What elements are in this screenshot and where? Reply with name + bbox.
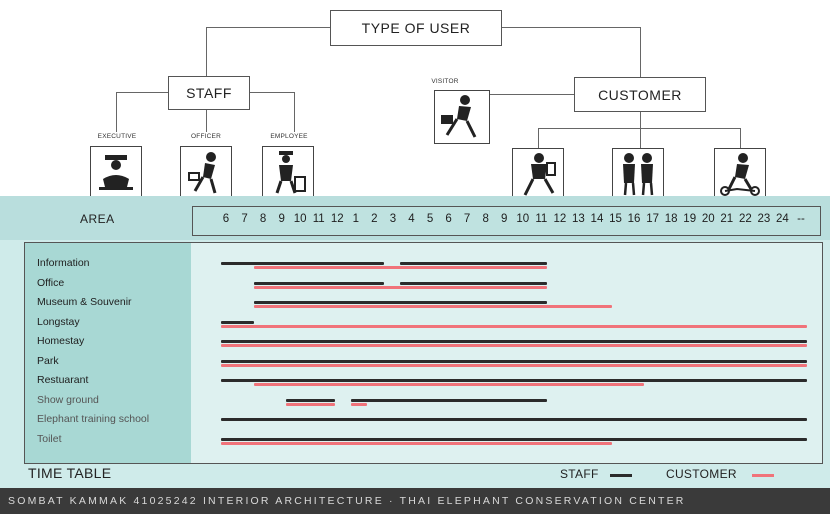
- employee-label: EMPLOYEE: [270, 133, 308, 140]
- hour-tick-label: 10: [516, 213, 530, 225]
- customer-time-bar: [221, 344, 807, 347]
- hour-tick-label: 21: [720, 213, 734, 225]
- customer-figure-1-icon: [512, 148, 564, 202]
- hour-tick-label: 22: [738, 213, 752, 225]
- type-of-user-label: TYPE OF USER: [361, 20, 471, 36]
- hour-tick-label: 11: [535, 213, 548, 225]
- hour-tick-label: 14: [590, 213, 604, 225]
- customer-time-bar: [351, 402, 368, 406]
- staff-time-bar: [221, 379, 807, 382]
- customer-time-bar: [253, 305, 612, 308]
- hour-tick-label: 4: [408, 213, 415, 225]
- visitor-figure-icon: [434, 90, 490, 144]
- hour-tick-label: 24: [776, 213, 789, 225]
- hour-tick-label: 5: [426, 213, 434, 225]
- hour-tick-label: --: [797, 213, 805, 225]
- legend-staff-label: STAFF: [560, 467, 599, 481]
- customer-box: CUSTOMER: [574, 77, 706, 112]
- staff-time-bar: [221, 437, 807, 441]
- staff-time-bar: [351, 398, 547, 402]
- customer-time-bar: [253, 266, 547, 269]
- visitor-label: VISITOR: [431, 78, 459, 85]
- hour-tick-label: 9: [278, 213, 285, 225]
- facility-label-column: [25, 243, 191, 463]
- hour-tick-label: 7: [241, 213, 248, 225]
- legend-customer-swatch: [752, 474, 774, 477]
- hour-tick-label: 7: [463, 213, 471, 225]
- staff-time-bar: [400, 262, 547, 265]
- facility-label: Office: [37, 276, 65, 289]
- staff-label: STAFF: [186, 85, 232, 101]
- legend-staff-swatch: [610, 474, 632, 477]
- hour-tick-label: 8: [259, 213, 267, 225]
- customer-figure-3-icon: [714, 148, 766, 202]
- executive-label: EXECUTIVE: [97, 133, 137, 140]
- customer-time-bar: [221, 324, 807, 328]
- hour-tick-label: 16: [627, 213, 641, 225]
- hour-tick-label: 12: [553, 213, 567, 225]
- hour-tick-label: 12: [330, 213, 344, 225]
- facility-label: Show ground: [37, 393, 99, 406]
- employee-figure-icon: [262, 146, 314, 200]
- staff-time-bar: [253, 281, 384, 285]
- customer-time-bar: [221, 363, 807, 367]
- hour-tick-label: 3: [389, 213, 397, 225]
- hour-tick-label: 20: [701, 213, 715, 225]
- hour-tick-label: 17: [646, 213, 660, 225]
- officer-figure-icon: [180, 146, 232, 200]
- hour-tick-label: 6: [445, 213, 452, 225]
- timetable-title: TIME TABLE: [28, 465, 112, 481]
- officer-label: OFFICER: [191, 133, 221, 140]
- customer-time-bar: [286, 402, 335, 406]
- facility-label: Homestay: [37, 335, 85, 347]
- hour-tick-label: 6: [222, 213, 230, 225]
- hour-tick-label: 13: [572, 213, 585, 225]
- executive-figure-icon: [90, 146, 142, 200]
- staff-time-bar: [400, 281, 547, 285]
- hour-tick-label: 10: [293, 213, 307, 225]
- facility-label: Longstay: [37, 315, 80, 328]
- customer-time-bar: [221, 441, 612, 445]
- footer-caption: SOMBAT KAMMAK 41025242 INTERIOR ARCHITEC…: [0, 488, 830, 514]
- hour-tick-label: 1: [352, 213, 360, 225]
- staff-time-bar: [221, 418, 807, 421]
- customer-time-bar: [253, 383, 645, 386]
- facility-label: Park: [37, 354, 59, 367]
- facility-label: Restuarant: [37, 374, 89, 386]
- hour-tick-label: 11: [312, 213, 325, 225]
- hour-tick-label: 9: [501, 213, 508, 225]
- facility-label: Information: [37, 257, 90, 269]
- staff-time-bar: [221, 340, 807, 343]
- facility-label: Toilet: [37, 432, 62, 445]
- staff-time-bar: [286, 398, 335, 402]
- staff-time-bar: [221, 359, 807, 363]
- staff-box: STAFF: [168, 76, 250, 110]
- customer-time-bar: [253, 285, 547, 289]
- hour-tick-label: 15: [609, 213, 622, 225]
- hour-tick-label: 18: [664, 213, 678, 225]
- type-of-user-box: TYPE OF USER: [330, 10, 502, 46]
- staff-time-bar: [221, 320, 254, 324]
- area-label: AREA: [80, 212, 115, 226]
- facility-label: Museum & Souvenir: [37, 296, 132, 308]
- customer-label: CUSTOMER: [598, 86, 682, 103]
- facility-label: Elephant training school: [37, 413, 150, 425]
- customer-figure-2-icon: [612, 148, 664, 202]
- staff-time-bar: [221, 262, 384, 265]
- hour-tick-label: 8: [482, 213, 489, 225]
- hour-tick-label: 23: [757, 213, 771, 225]
- hour-tick-label: 19: [683, 213, 697, 225]
- legend-customer-label: CUSTOMER: [666, 467, 737, 481]
- staff-time-bar: [253, 301, 547, 304]
- hour-tick-label: 2: [371, 213, 378, 225]
